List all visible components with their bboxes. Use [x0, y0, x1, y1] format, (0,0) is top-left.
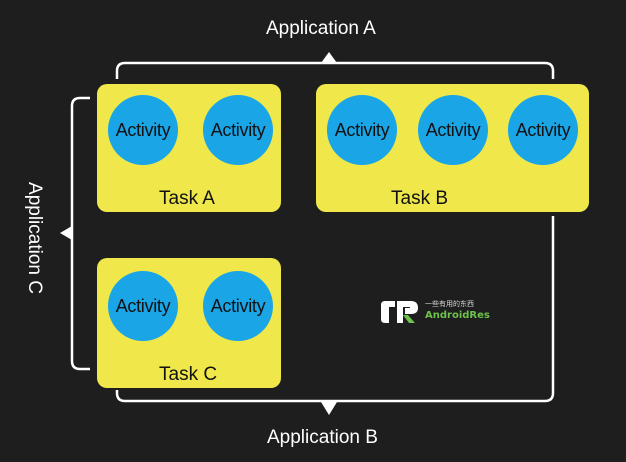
application-c-label: Application C — [24, 182, 45, 294]
application-c-bracket — [70, 96, 90, 371]
task-c-label: Task C — [159, 364, 218, 385]
androidres-logo: 一些有用的东西 AndroidRes — [378, 296, 508, 326]
androidres-logo-icon — [381, 301, 418, 323]
application-b-label: Application B — [267, 427, 378, 448]
logo-name: AndroidRes — [425, 310, 490, 321]
application-a-arrow — [321, 52, 337, 63]
activity-node: Activity — [508, 95, 578, 165]
activity-node: Activity — [327, 95, 397, 165]
task-c-box: Activity Activity Task C — [97, 258, 281, 388]
application-a-label: Application A — [266, 18, 376, 39]
activity-node: Activity — [108, 271, 178, 341]
task-a-box: Activity Activity Task A — [97, 84, 281, 212]
activity-node: Activity — [108, 95, 178, 165]
application-c-arrow — [60, 226, 72, 240]
task-a-label: Task A — [159, 188, 215, 209]
activity-node: Activity — [203, 95, 273, 165]
logo-tagline: 一些有用的东西 — [425, 300, 474, 308]
application-b-bracket — [115, 216, 555, 403]
activity-node: Activity — [418, 95, 488, 165]
activity-node: Activity — [203, 271, 273, 341]
task-b-box: Activity Activity Activity Task B — [316, 84, 589, 212]
task-b-label: Task B — [391, 188, 449, 209]
application-b-arrow — [321, 402, 337, 415]
application-a-bracket — [115, 61, 555, 79]
